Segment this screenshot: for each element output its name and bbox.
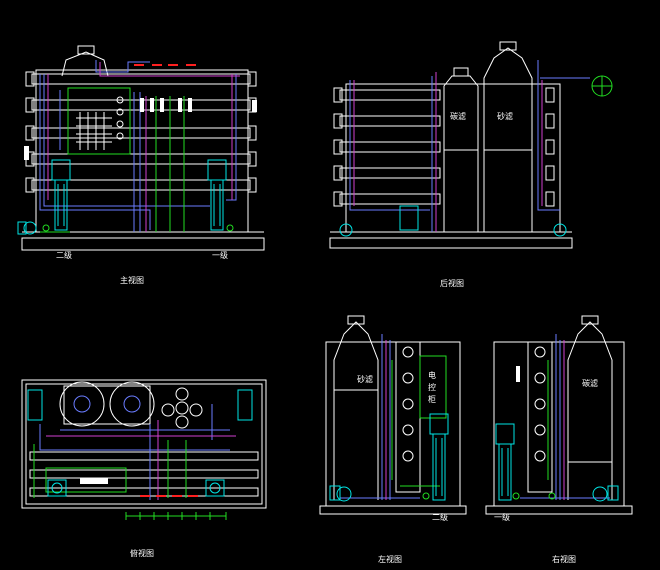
top-view [21,379,267,520]
sand-filter-label-back: 砂滤 [497,111,513,121]
right-view-title: 右视图 [552,554,576,564]
control-cabinet-label-3: 柜 [428,394,436,404]
carbon-filter-label-back: 碳滤 [450,111,466,121]
sand-filter-label-left: 砂滤 [357,374,373,384]
control-cabinet-label-2: 控 [428,382,436,392]
carbon-filter-label-right: 碳滤 [582,378,598,388]
stage-two-label-front: 二级 [56,250,72,260]
left-view-title: 左视图 [378,554,402,564]
top-view-title: 俯视图 [130,548,154,558]
front-view-title: 主视图 [120,275,144,285]
left-view: 砂滤 电 控 柜 [319,315,467,522]
back-view-title: 后视图 [440,278,464,288]
stage-one-label-front: 一级 [212,250,228,260]
back-view: 碳滤 砂滤 [329,41,613,249]
stage-two-label-left: 二级 [432,512,448,522]
right-view: 碳滤 一级 [485,315,633,522]
stage-one-label-right: 一级 [494,512,510,522]
front-view: 二级 一级 [17,45,265,260]
control-cabinet-label-1: 电 [428,370,436,380]
